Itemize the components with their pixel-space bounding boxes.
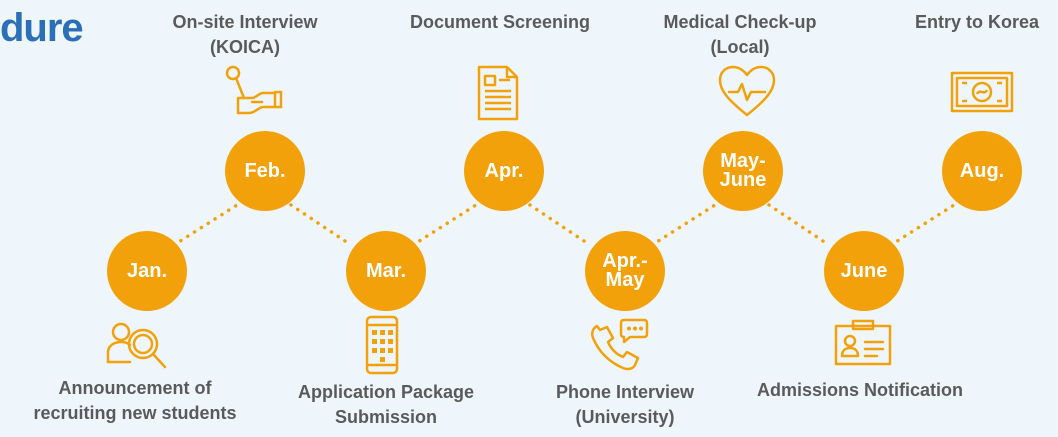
- connector-line: [889, 203, 956, 247]
- month-label: Apr.- May: [602, 250, 648, 291]
- month-label: May- June: [719, 150, 767, 191]
- document-icon: [477, 65, 519, 121]
- step-label-jan: Announcement of recruiting new students: [33, 378, 237, 423]
- microphone-icon: [225, 65, 283, 115]
- step-label-mar: Application Package Submission: [297, 382, 475, 427]
- month-node-apr: Apr.: [464, 131, 544, 211]
- step-label-may-june: Medical Check-up (Local): [663, 12, 817, 57]
- connector-line: [172, 203, 239, 247]
- month-node-june: June: [824, 231, 904, 311]
- month-label: Mar.: [365, 259, 407, 282]
- search-person-icon: [106, 322, 167, 369]
- connector-line: [411, 203, 478, 247]
- step-label-june: Admissions Notification: [756, 380, 963, 400]
- month-node-jan: Jan.: [107, 231, 187, 311]
- connector-line: [289, 203, 353, 247]
- step-label-apr-may: Phone Interview (University): [555, 382, 695, 427]
- phone-keypad-icon: [365, 315, 399, 375]
- heart-monitor-icon: [718, 65, 776, 117]
- connector-line: [528, 203, 592, 247]
- connector-line: [767, 203, 831, 247]
- month-label: June: [840, 259, 888, 282]
- month-node-feb: Feb.: [225, 131, 305, 211]
- connector-line: [650, 203, 717, 247]
- month-label: Jan.: [126, 259, 168, 282]
- page-title: dure: [0, 6, 84, 50]
- month-node-aug: Aug.: [942, 131, 1022, 211]
- money-icon: [950, 71, 1014, 113]
- step-label-aug: Entry to Korea: [914, 12, 1040, 32]
- month-node-mar: Mar.: [346, 231, 426, 311]
- step-label-apr: Document Screening: [409, 12, 591, 32]
- id-card-icon: [834, 319, 892, 366]
- month-label: Aug.: [959, 159, 1005, 182]
- month-label: Apr.: [484, 159, 524, 182]
- phone-call-icon: [590, 318, 649, 371]
- month-label: Feb.: [244, 159, 286, 182]
- month-node-apr-may: Apr.- May: [585, 231, 665, 311]
- month-node-may-june: May- June: [703, 131, 783, 211]
- step-label-feb: On-site Interview (KOICA): [172, 12, 318, 57]
